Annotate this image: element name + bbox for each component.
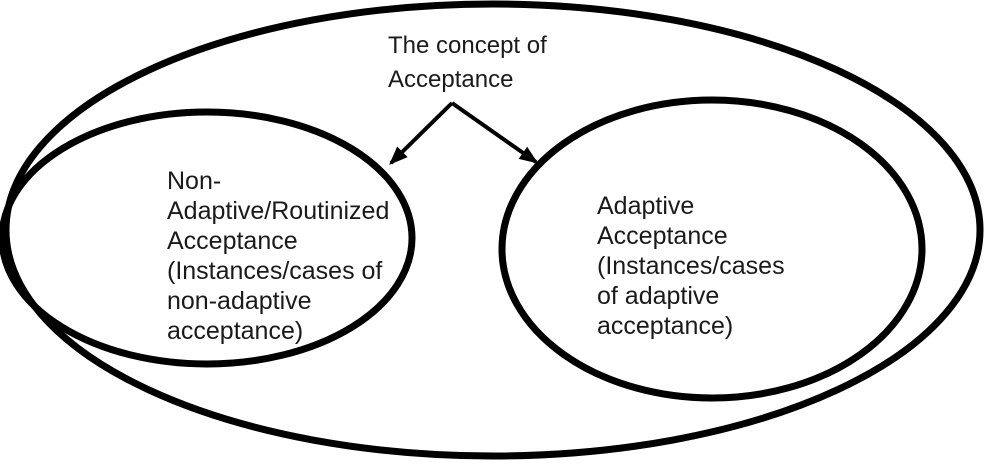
non-adaptive-label-line: non-adaptive bbox=[167, 287, 312, 315]
adaptive-label-line: Acceptance bbox=[597, 222, 728, 250]
arrow-to-non-adaptive bbox=[389, 101, 454, 165]
adaptive-label-line: acceptance) bbox=[597, 312, 734, 340]
non-adaptive-acceptance-label: Non- Adaptive/Routinized Acceptance (Ins… bbox=[167, 166, 389, 346]
arrow-to-adaptive bbox=[450, 101, 539, 164]
non-adaptive-label-line: Adaptive/Routinized bbox=[167, 197, 390, 225]
non-adaptive-label-line: acceptance) bbox=[167, 317, 304, 345]
non-adaptive-label-line: Non- bbox=[167, 167, 222, 195]
diagram-title: The concept of Acceptance bbox=[388, 29, 547, 97]
non-adaptive-label-line: (Instances/cases of bbox=[167, 257, 383, 285]
diagram-title-line: The concept of bbox=[388, 32, 547, 59]
ellipse-adaptive-acceptance bbox=[498, 96, 926, 402]
adaptive-label-line: Adaptive bbox=[597, 192, 695, 220]
adaptive-acceptance-label: Adaptive Acceptance (Instances/cases of … bbox=[597, 191, 785, 341]
ellipse-non-adaptive-acceptance bbox=[0, 108, 416, 368]
adaptive-label-line: of adaptive bbox=[597, 282, 720, 310]
adaptive-label-line: (Instances/cases bbox=[597, 252, 785, 280]
diagram-title-line: Acceptance bbox=[388, 66, 514, 93]
non-adaptive-label-line: Acceptance bbox=[167, 227, 298, 255]
